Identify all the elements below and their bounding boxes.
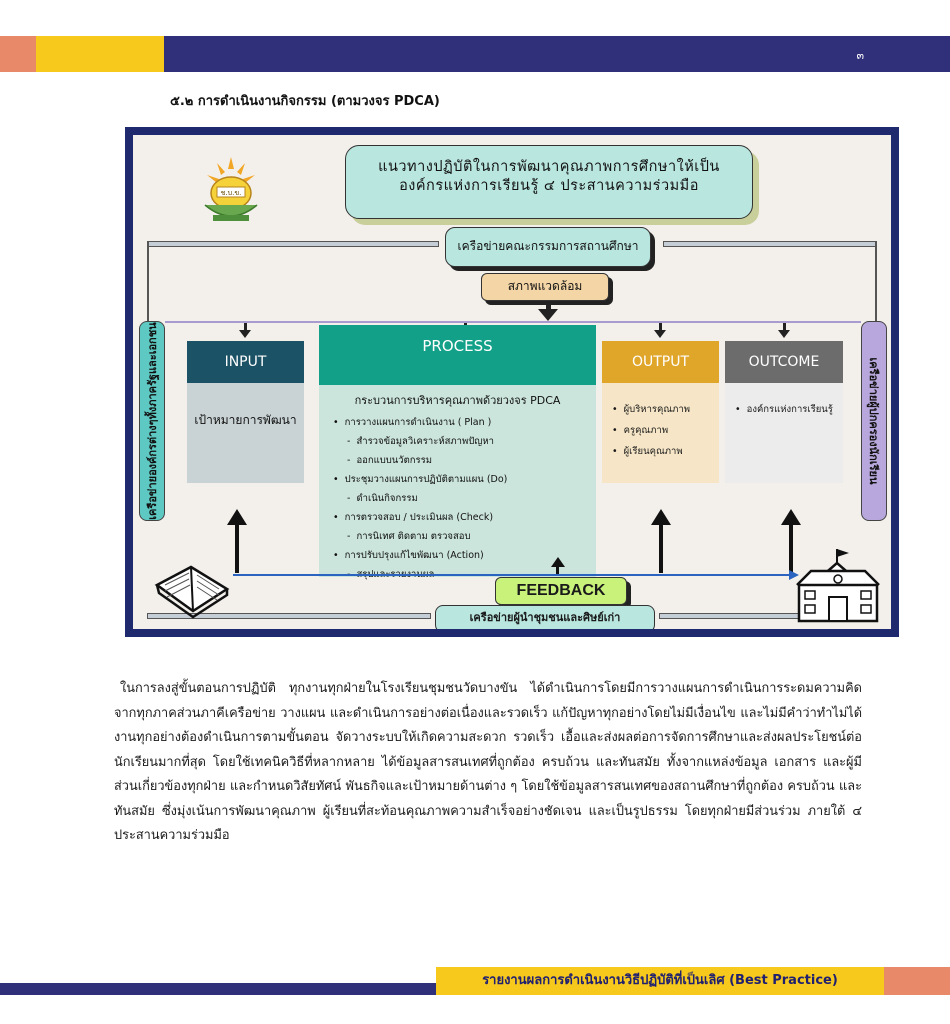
right-network-tab: เครือข่ายผู้ปกครองนักเรียน (861, 321, 887, 521)
process-line: การปรับปรุงแก้ไขพัฒนา (Action) (319, 546, 596, 565)
network-committee-box: เครือข่ายคณะกรรมการสถานศึกษา (445, 227, 651, 267)
school-building-icon (796, 549, 880, 623)
outcome-title: OUTCOME (725, 341, 843, 383)
footer-title: รายงานผลการดำเนินงานวิธีปฏิบัติที่เป็นเล… (482, 973, 838, 988)
input-column: INPUT เป้าหมายการพัฒนา (187, 341, 304, 483)
body-paragraph: ในการลงสู่ขั้นตอนการปฏิบัติ ทุกงานทุกฝ่า… (114, 677, 862, 849)
diagram-canvas: ช.บ.ข. แนวทางปฏิบัติในการพัฒนาคุณภาพการศ… (133, 135, 891, 629)
up-arrow-icon (651, 509, 671, 525)
page-number: ๓ (856, 49, 864, 62)
process-line: การนิเทศ ติดตาม ตรวจสอบ (319, 527, 596, 546)
arrow-stem (659, 523, 663, 573)
diagram-title-box: แนวทางปฏิบัติในการพัฒนาคุณภาพการศึกษาให้… (345, 145, 753, 219)
connector-line (875, 241, 877, 321)
arrow-stem (546, 301, 551, 311)
connector-bar (147, 241, 439, 247)
output-column: OUTPUT ผู้บริหารคุณภาพ ครูคุณภาพ ผู้เรีย… (602, 341, 719, 483)
down-arrow-icon (778, 330, 790, 338)
footer-yellow-band (436, 967, 884, 995)
footer-orange-block (884, 967, 950, 995)
network-community-box: เครือข่ายผู้นำชุมชนและศิษย์เก่า (435, 605, 655, 629)
arrow-stem (659, 323, 662, 331)
input-title: INPUT (187, 341, 304, 383)
divider-line (165, 321, 861, 323)
process-line: ประชุมวางแผนการปฏิบัติตามแผน (Do) (319, 470, 596, 489)
connector-line (147, 241, 149, 321)
arrow-right-icon (789, 570, 799, 580)
down-arrow-icon (538, 309, 558, 321)
process-line: การวางแผนการดำเนินงาน ( Plan ) (319, 413, 596, 432)
arrow-stem (235, 523, 239, 573)
process-line: สำรวจข้อมูลวิเคราะห์สภาพปัญหา (319, 432, 596, 451)
process-column: PROCESS กระบวนการบริหารคุณภาพด้วยวงจร PD… (319, 325, 596, 580)
arrow-stem (244, 323, 247, 331)
left-network-tab: เครือข่ายองค์กรต่างๆทั้งภาครัฐและเอกชน (139, 321, 165, 521)
right-network-label: เครือข่ายผู้ปกครองนักเรียน (867, 357, 880, 485)
down-arrow-icon (239, 330, 251, 338)
output-item: ครูคุณภาพ (612, 420, 719, 441)
body-paragraph-text: ในการลงสู่ขั้นตอนการปฏิบัติ ทุกงานทุกฝ่า… (114, 681, 862, 843)
school-logo-icon: ช.บ.ข. (204, 157, 258, 221)
connector-bar (663, 241, 877, 247)
arrow-stem (783, 323, 786, 331)
open-book-icon (154, 565, 230, 619)
input-body: เป้าหมายการพัฒนา (194, 413, 297, 427)
up-arrow-icon (551, 557, 565, 567)
up-arrow-icon (781, 509, 801, 525)
feedback-line (233, 574, 793, 576)
outcome-item: องค์กรแห่งการเรียนรู้ (735, 399, 843, 420)
feedback-box: FEEDBACK (495, 577, 627, 605)
diagram-title-line1: แนวทางปฏิบัติในการพัฒนาคุณภาพการศึกษาให้… (378, 159, 720, 175)
connector-bar (147, 613, 431, 619)
pdca-diagram: ช.บ.ข. แนวทางปฏิบัติในการพัฒนาคุณภาพการศ… (125, 127, 899, 637)
outcome-column: OUTCOME องค์กรแห่งการเรียนรู้ (725, 341, 843, 483)
output-item: ผู้เรียนคุณภาพ (612, 441, 719, 462)
arrow-stem (789, 523, 793, 573)
header-navy-band (164, 36, 950, 72)
process-subtitle: กระบวนการบริหารคุณภาพด้วยวงจร PDCA (354, 394, 561, 407)
diagram-title-line2: องค์กรแห่งการเรียนรู้ ๔ ประสานความร่วมมื… (399, 178, 699, 194)
left-network-label: เครือข่ายองค์กรต่างๆทั้งภาครัฐและเอกชน (146, 322, 159, 520)
header-yellow-block (36, 36, 164, 72)
environment-box: สภาพแวดล้อม (481, 273, 609, 301)
up-arrow-icon (227, 509, 247, 525)
process-title: PROCESS (319, 325, 596, 385)
section-heading: ๕.๒ การดำเนินงานกิจกรรม (ตามวงจร PDCA) (170, 94, 440, 109)
output-item: ผู้บริหารคุณภาพ (612, 399, 719, 420)
footer-navy-band (0, 983, 436, 995)
process-line: ออกแบบนวัตกรรม (319, 451, 596, 470)
output-title: OUTPUT (602, 341, 719, 383)
process-line: ดำเนินกิจกรรม (319, 489, 596, 508)
down-arrow-icon (654, 330, 666, 338)
process-line: การตรวจสอบ / ประเมินผล (Check) (319, 508, 596, 527)
header-orange-block (0, 36, 36, 72)
arrow-stem (556, 565, 559, 575)
svg-text:ช.บ.ข.: ช.บ.ข. (221, 189, 242, 197)
